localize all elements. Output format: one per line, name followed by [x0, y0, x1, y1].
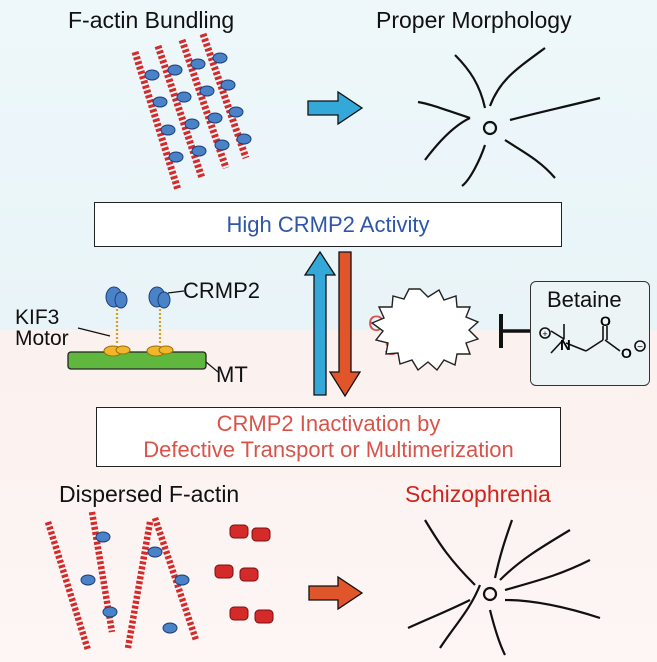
down-arrow-icon [328, 251, 362, 398]
factin-bundling-label: F-actin Bundling [68, 7, 235, 33]
proper-morphology-label: Proper Morphology [376, 7, 572, 33]
high-crmp2-activity-box: High CRMP2 Activity [94, 202, 562, 247]
microtubule-bar [67, 351, 207, 370]
negative-charge-label: − [637, 342, 643, 353]
healthy-neuron-icon [417, 47, 601, 187]
inactivation-line-1: CRMP2 Inactivation by [216, 411, 441, 436]
high-crmp2-activity-text: High CRMP2 Activity [226, 211, 430, 237]
carboxylate-oxygen-label: O [621, 345, 632, 361]
dispersed-factin-label: Dispersed F-actin [59, 481, 240, 507]
actin-filament [199, 32, 250, 160]
schizophrenia-label: Schizophrenia [405, 481, 551, 507]
nitrogen-label: N [560, 337, 571, 354]
inactivation-line-2: Defective Transport or Multimerization [143, 437, 514, 462]
kif3-label: KIF3 [15, 306, 60, 329]
carbonyl-stress-burst-icon [370, 288, 480, 372]
positive-charge-label: + [542, 329, 547, 339]
motor-label: Motor [15, 327, 69, 350]
betaine-box: Betaine [530, 281, 650, 386]
top-right-arrow-icon [307, 90, 364, 126]
actin-filament [44, 521, 92, 651]
carbonyl-oxygen-label: O [600, 313, 611, 329]
crmp2-crosslinks [144, 52, 252, 163]
crmp2-label: CRMP2 [183, 278, 261, 303]
bottom-right-arrow-icon [308, 575, 364, 611]
bundled-factin-group [131, 32, 252, 192]
betaine-label: Betaine [547, 287, 622, 312]
microtubule-motor-group [67, 286, 219, 373]
mt-label: MT [216, 362, 248, 387]
actin-filament [131, 50, 182, 192]
up-arrow-icon [303, 250, 337, 396]
dispersed-factin-group [44, 511, 274, 651]
betaine-structure-icon [539, 324, 646, 354]
actin-filament [151, 516, 200, 642]
crmp2-inactivation-box: CRMP2 Inactivation by Defective Transpor… [96, 407, 561, 467]
crmp2-aggregates [214, 524, 274, 624]
actin-filament [154, 44, 206, 180]
schizophrenia-neuron-icon [407, 519, 601, 656]
actin-filament [124, 521, 154, 649]
